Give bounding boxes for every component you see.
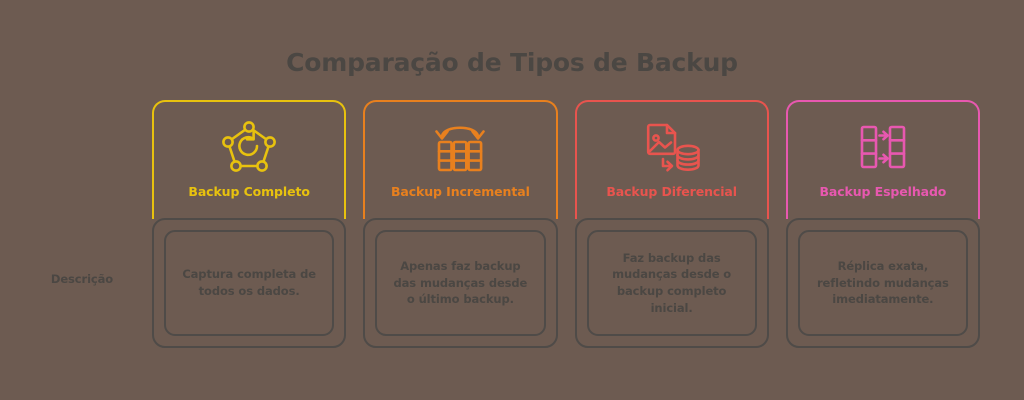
- column-backup-espelhado[interactable]: Backup Espelhado Réplica exata, refletin…: [785, 100, 980, 348]
- description-text-backup-espelhado: Réplica exata, refletindo mudanças imedi…: [816, 258, 949, 307]
- header-card-backup-espelhado[interactable]: Backup Espelhado: [785, 100, 980, 219]
- column-backup-completo[interactable]: Backup Completo Captura completa de todo…: [152, 100, 347, 348]
- header-label-backup-completo: Backup Completo: [188, 184, 310, 199]
- description-text-backup-diferencial: Faz backup das mudanças desde o backup c…: [612, 250, 732, 315]
- description-inner-box: Faz backup das mudanças desde o backup c…: [586, 230, 757, 336]
- header-card-backup-diferencial[interactable]: Backup Diferencial: [574, 100, 769, 219]
- page-title: Comparação de Tipos de Backup: [286, 48, 738, 77]
- description-inner-box: Apenas faz backup das mudanças desde o ú…: [375, 230, 546, 336]
- server-mirror-arrows-icon: [852, 116, 914, 178]
- description-cell-backup-espelhado: Réplica exata, refletindo mudanças imedi…: [785, 218, 980, 348]
- description-inner-box: Réplica exata, refletindo mudanças imedi…: [797, 230, 968, 336]
- image-file-to-database-icon: [641, 116, 703, 178]
- comparison-columns: Backup Completo Captura completa de todo…: [152, 100, 980, 348]
- header-card-backup-incremental[interactable]: Backup Incremental: [363, 100, 558, 219]
- description-cell-backup-diferencial: Faz backup das mudanças desde o backup c…: [574, 218, 769, 348]
- description-cell-backup-completo: Captura completa de todos os dados.: [152, 218, 347, 348]
- description-text-backup-completo: Captura completa de todos os dados.: [182, 267, 316, 298]
- pentagon-network-restore-icon: [220, 116, 278, 178]
- header-label-backup-diferencial: Backup Diferencial: [606, 184, 737, 199]
- description-text-backup-incremental: Apenas faz backup das mudanças desde o ú…: [393, 258, 528, 307]
- row-label-description: Descrição: [50, 272, 114, 286]
- column-backup-diferencial[interactable]: Backup Diferencial Faz backup das mudanç…: [574, 100, 769, 348]
- description-inner-box: Captura completa de todos os dados.: [164, 230, 335, 336]
- column-backup-incremental[interactable]: Backup Incremental Apenas faz backup das…: [363, 100, 558, 348]
- header-label-backup-incremental: Backup Incremental: [390, 184, 530, 199]
- header-card-backup-completo[interactable]: Backup Completo: [152, 100, 347, 219]
- server-racks-arc-arrow-icon: [430, 116, 490, 178]
- header-label-backup-espelhado: Backup Espelhado: [819, 184, 947, 199]
- description-cell-backup-incremental: Apenas faz backup das mudanças desde o ú…: [363, 218, 558, 348]
